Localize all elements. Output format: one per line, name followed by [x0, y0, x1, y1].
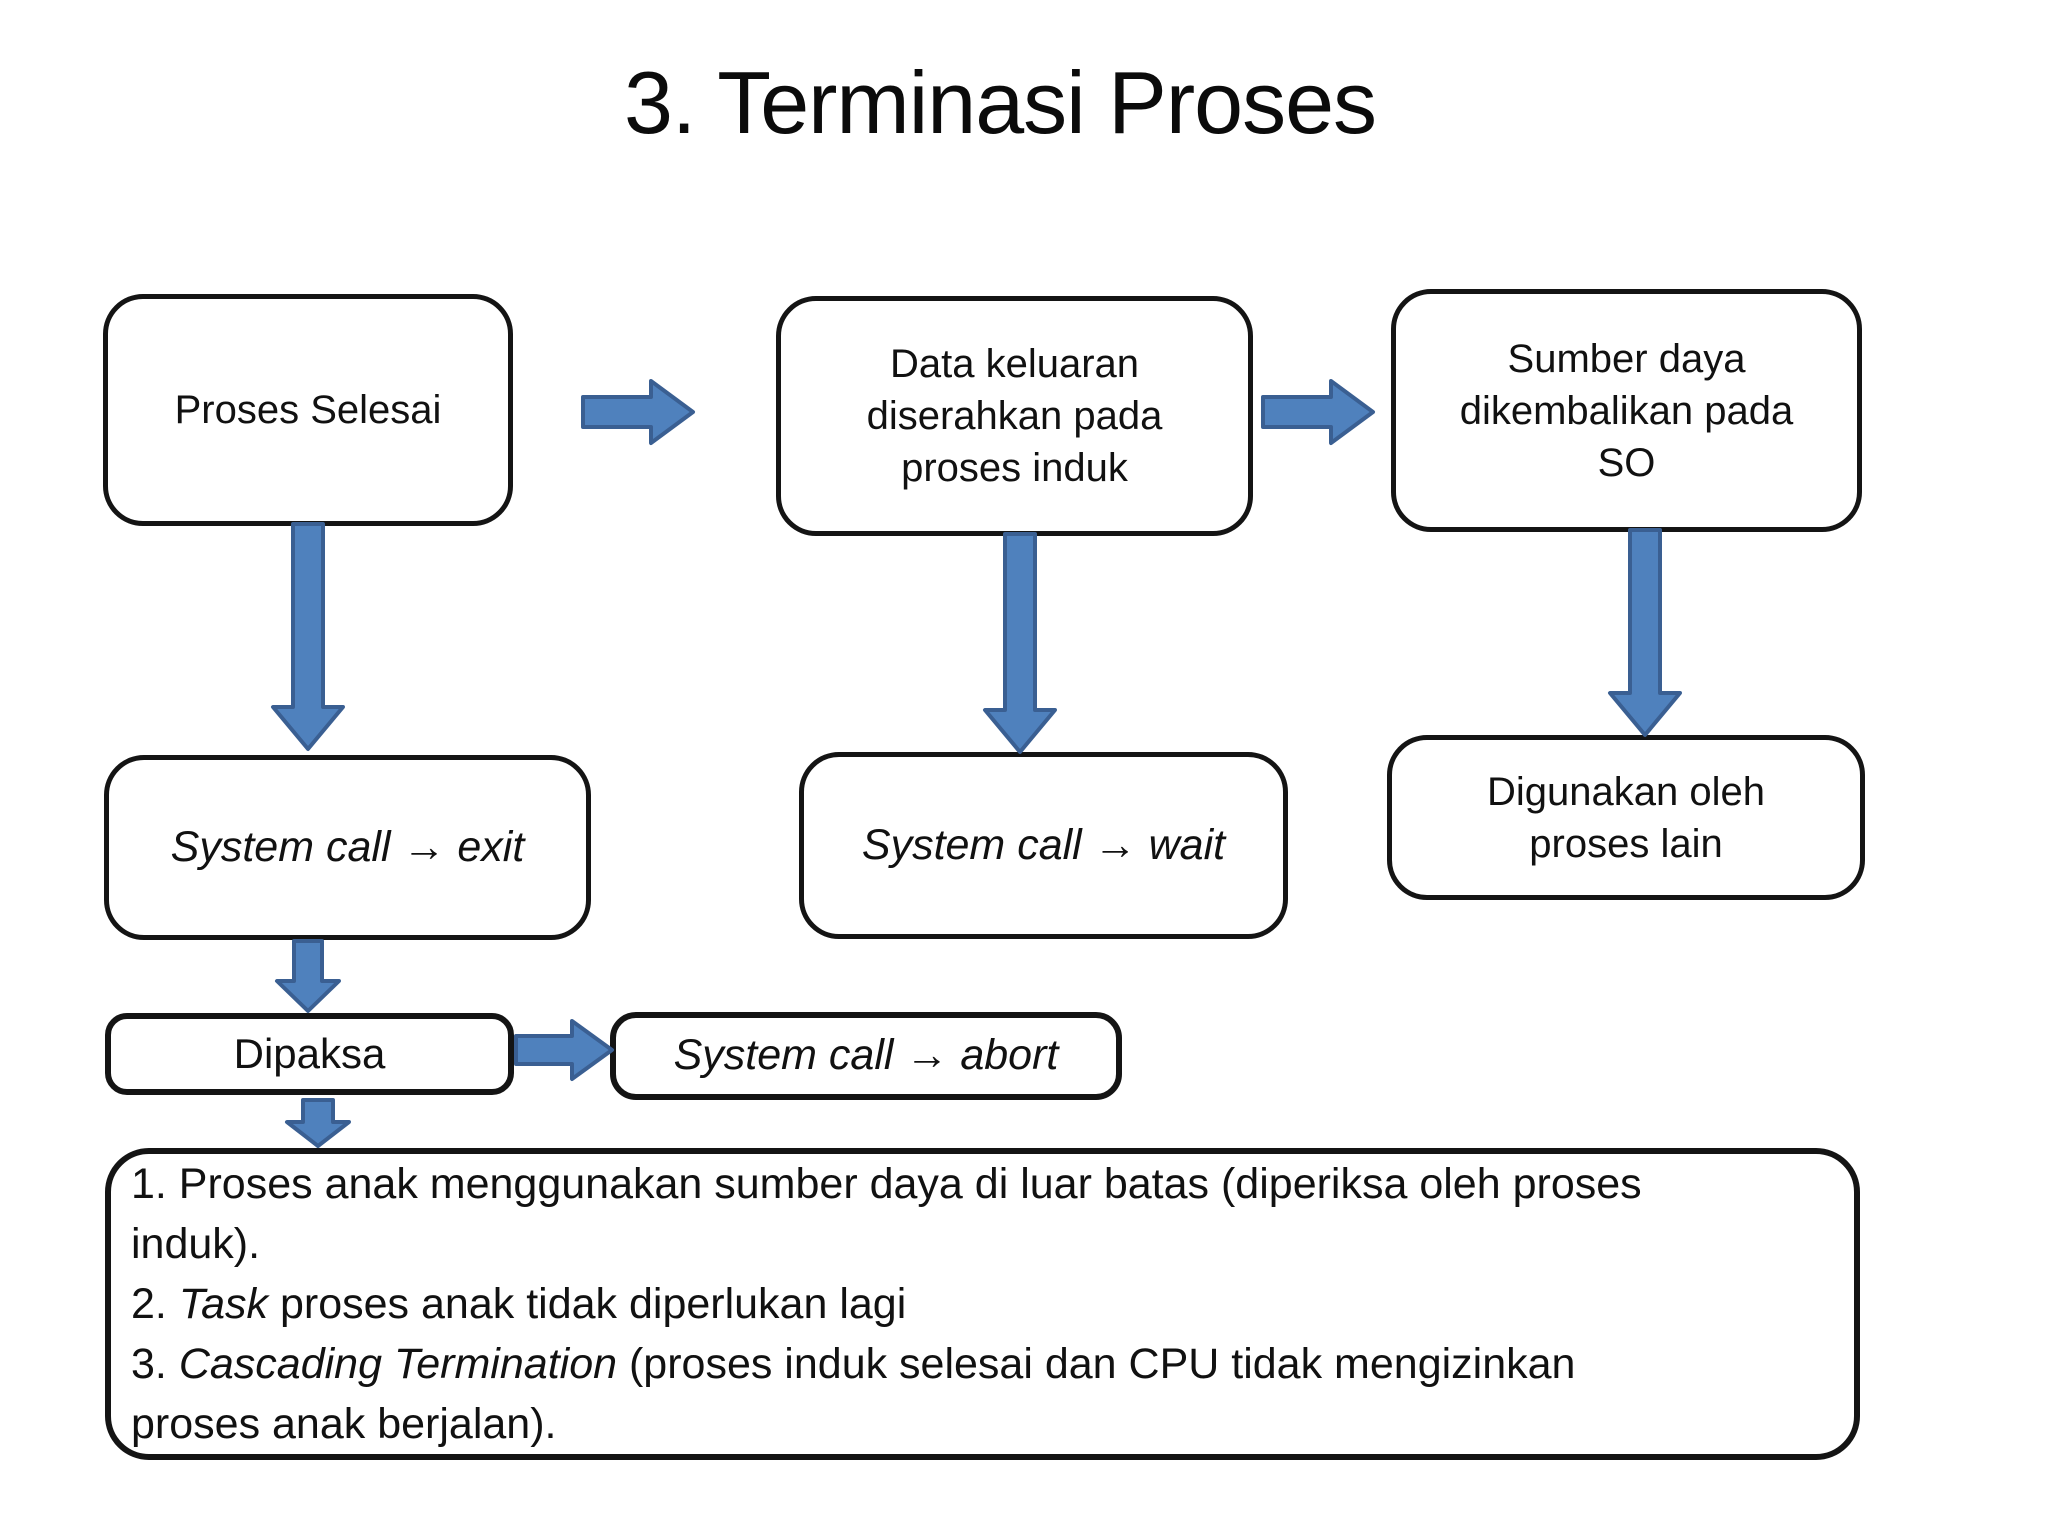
box-dipaksa: Dipaksa [105, 1013, 514, 1095]
box-digunakan-oleh-label: Digunakan oleh proses lain [1487, 769, 1765, 866]
box-syscall-exit-label: System call → exit [170, 822, 525, 871]
note-line: 2. Task proses anak tidak diperlukan lag… [131, 1280, 907, 1328]
note-line: proses anak berjalan). [131, 1400, 557, 1448]
note-line: 1. Proses anak menggunakan sumber daya d… [131, 1160, 1642, 1208]
box-data-keluaran-label: Data keluaran diserahkan pada proses ind… [866, 342, 1163, 490]
arrow-down-sumber-to-digunakan-icon [1608, 528, 1682, 737]
page-title: 3. Terminasi Proses [623, 53, 1377, 152]
box-proses-selesai-label: Proses Selesai [174, 388, 442, 432]
box-syscall-abort-label: System call → abort [673, 1031, 1059, 1080]
box-proses-selesai: Proses Selesai [103, 294, 513, 526]
box-syscall-exit: System call → exit [104, 755, 591, 940]
box-digunakan-oleh: Digunakan oleh proses lain [1387, 735, 1865, 900]
arrow-down-selesai-to-exit-icon [271, 522, 345, 751]
box-data-keluaran: Data keluaran diserahkan pada proses ind… [776, 296, 1253, 536]
arrow-right-data-to-sumber-icon [1261, 379, 1375, 445]
arrow-down-dipaksa-to-notes-icon [285, 1098, 351, 1148]
note-line: induk). [131, 1220, 261, 1268]
arrow-right-dipaksa-to-abort-icon [514, 1019, 614, 1081]
arrow-right-selesai-to-data-icon [581, 379, 695, 445]
box-dipaksa-label: Dipaksa [233, 1029, 386, 1077]
arrow-down-data-to-wait-icon [983, 532, 1057, 754]
box-sumber-daya: Sumber daya dikembalikan pada SO [1391, 289, 1862, 532]
box-syscall-wait-label: System call → wait [861, 820, 1226, 869]
box-termination-notes: 1. Proses anak menggunakan sumber daya d… [105, 1148, 1860, 1460]
arrow-down-exit-to-dipaksa-icon [275, 939, 341, 1013]
box-syscall-abort: System call → abort [610, 1012, 1122, 1100]
box-sumber-daya-label: Sumber daya dikembalikan pada SO [1459, 336, 1794, 485]
note-line: 3. Cascading Termination (proses induk s… [131, 1340, 1576, 1388]
box-syscall-wait: System call → wait [799, 752, 1288, 939]
